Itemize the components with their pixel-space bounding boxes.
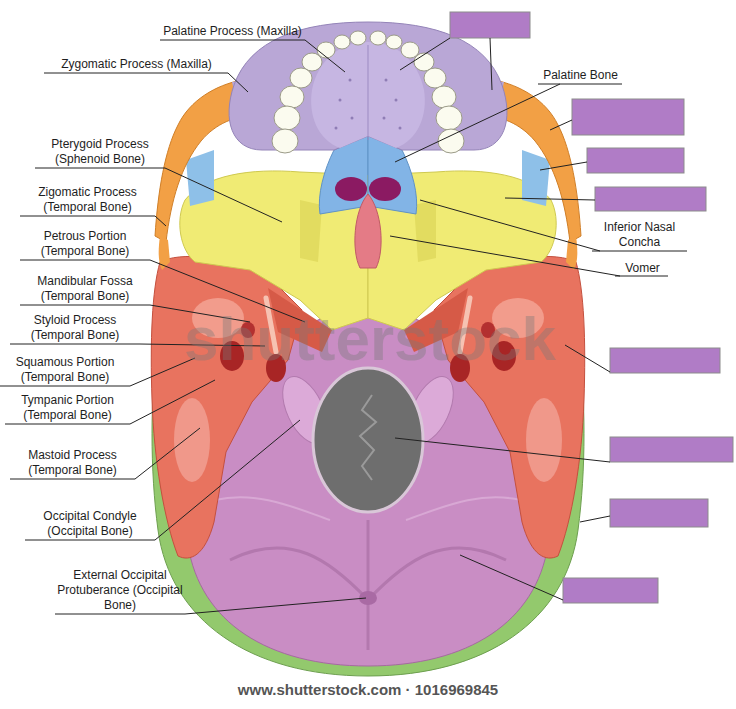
choana	[335, 177, 367, 201]
part-label: Zygomatic Process (Maxilla)	[44, 57, 229, 72]
part-label: Inferior Nasal Concha	[592, 220, 687, 250]
teeth	[272, 31, 464, 153]
footer-credit: www.shutterstock.com · 1016969845	[118, 680, 618, 699]
part-label: Tympanic Portion (Temporal Bone)	[5, 393, 130, 423]
palatine-process	[311, 42, 425, 148]
leader-lines	[0, 38, 687, 614]
part-label: Mandibular Fossa (Temporal Bone)	[20, 274, 150, 304]
vomer	[355, 194, 381, 268]
part-label: Styloid Process (Temporal Bone)	[10, 313, 140, 343]
part-label: Vomer	[615, 261, 670, 276]
watermark: shutterstock	[160, 300, 580, 378]
maxilla	[229, 22, 507, 150]
part-label: Mastoid Process (Temporal Bone)	[10, 448, 135, 478]
part-label: Squamous Portion (Temporal Bone)	[0, 355, 130, 385]
median-palatine-suture	[368, 45, 369, 140]
pterygoid-process	[300, 200, 322, 262]
mastoid-process	[174, 398, 210, 482]
part-label: Pterygoid Process (Sphenoid Bone)	[35, 137, 165, 167]
part-label: Zigomatic Process (Temporal Bone)	[20, 185, 155, 215]
sphenoid-detail	[186, 150, 214, 206]
foramen-magnum	[313, 368, 423, 512]
part-label: Petrous Portion (Temporal Bone)	[20, 229, 150, 259]
part-label: Occipital Condyle (Occipital Bone)	[25, 509, 155, 539]
zygomatic-arch	[159, 236, 170, 270]
part-label: External Occipital Protuberance (Occipit…	[55, 568, 185, 613]
part-label: Palatine Process (Maxilla)	[160, 24, 305, 39]
foramen-detail	[360, 395, 376, 480]
part-label: Palatine Bone	[538, 68, 623, 83]
occipital-ridge	[367, 520, 370, 650]
